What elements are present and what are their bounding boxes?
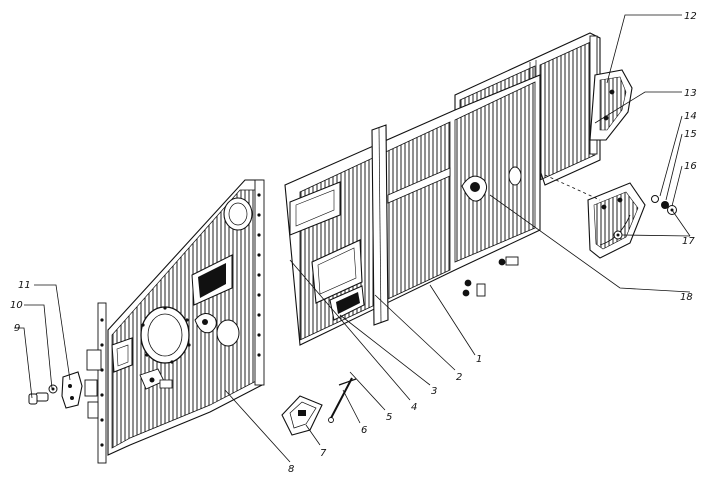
callout-8: 8 — [288, 464, 294, 475]
washer-and-bolt — [28, 384, 58, 405]
side-bracket — [589, 69, 633, 141]
callout-12: 12 — [684, 11, 697, 22]
callout-7: 7 — [320, 448, 327, 459]
callout-16: 16 — [684, 161, 697, 172]
callout-4: 4 — [411, 402, 417, 413]
callout-2: 2 — [456, 372, 462, 383]
middle-panel — [284, 74, 541, 346]
bolt-group — [462, 256, 519, 297]
callout-14: 14 — [684, 111, 697, 122]
callout-9: 9 — [14, 323, 20, 334]
callout-10: 10 — [10, 300, 23, 311]
callout-18: 18 — [680, 292, 693, 303]
callout-5: 5 — [386, 412, 392, 423]
callout-labels: 1 2 3 4 5 6 7 8 9 10 11 12 13 14 15 16 1… — [10, 11, 697, 475]
right-end-cover — [587, 182, 646, 259]
callout-1: 1 — [476, 354, 482, 365]
callout-6: 6 — [361, 425, 367, 436]
pin-rod — [328, 377, 357, 423]
callout-11: 11 — [18, 280, 31, 291]
small-cover-plate — [281, 395, 323, 436]
leader-lines — [14, 14, 691, 463]
hinge-block — [61, 371, 83, 409]
left-side-panel — [84, 179, 265, 464]
callout-17: 17 — [682, 236, 695, 247]
callout-15: 15 — [684, 129, 697, 140]
callout-3: 3 — [431, 386, 437, 397]
callout-13: 13 — [684, 88, 697, 99]
